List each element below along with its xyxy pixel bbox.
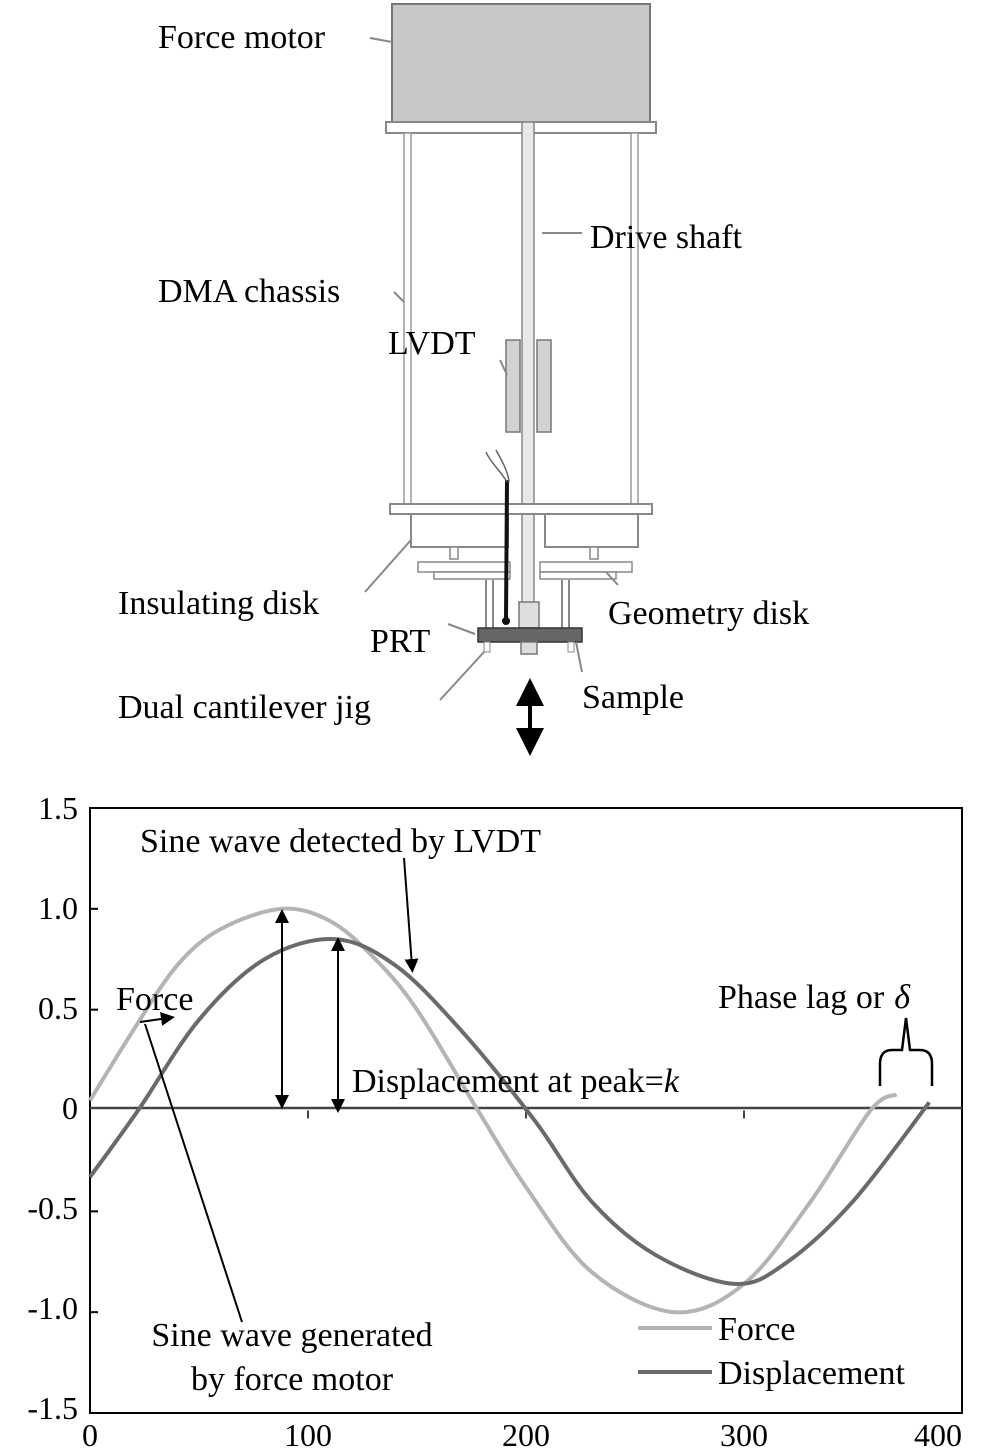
leader-line xyxy=(575,641,583,673)
displacement-peak-annotation: Displacement at peak=k xyxy=(352,1063,680,1100)
motor-wave-annotation-line1: Sine wave generated xyxy=(151,1317,432,1354)
peak-symbol: k xyxy=(664,1063,680,1100)
insulating-disk-right xyxy=(544,513,639,548)
prt-wire xyxy=(485,451,508,483)
displacement-series-line xyxy=(88,937,931,1286)
y-tick-label: 0.5 xyxy=(38,990,78,1026)
force-pointer xyxy=(139,1012,175,1026)
y-tick-label: 1.0 xyxy=(38,890,78,926)
lvdt-right-coil xyxy=(536,339,552,433)
legend-displacement-label: Displacement xyxy=(718,1355,905,1392)
bottom-flange xyxy=(389,503,653,515)
x-tick-label: 0 xyxy=(82,1417,98,1450)
lvdt-pointer xyxy=(403,857,419,973)
bolt xyxy=(449,546,459,560)
y-tick-label: 1.5 xyxy=(38,790,78,826)
leader-line xyxy=(369,37,393,43)
displacement-peak-text: Displacement at peak= xyxy=(352,1063,664,1100)
force-motor-block xyxy=(391,3,651,123)
leader-line xyxy=(499,359,508,376)
leader-line xyxy=(605,571,619,586)
phase-lag-text: Phase lag or xyxy=(718,979,885,1016)
sample-bar xyxy=(477,627,583,643)
bolt xyxy=(589,546,599,560)
y-tick-label: -1.5 xyxy=(27,1390,78,1426)
drive-shaft xyxy=(521,121,535,653)
x-tick-label: 400 xyxy=(914,1417,962,1450)
prt-tip xyxy=(502,617,510,625)
chassis-right-wall xyxy=(630,132,639,511)
leader-line xyxy=(364,539,412,593)
y-tick-label: -1.0 xyxy=(27,1290,78,1326)
legend: Force Displacement xyxy=(638,1311,905,1392)
x-tick-label: 200 xyxy=(502,1417,550,1450)
drive-shaft-label: Drive shaft xyxy=(590,219,743,256)
geometry-disk-right xyxy=(539,561,633,573)
clamp-foot xyxy=(520,641,538,655)
chassis-left-wall xyxy=(403,132,412,511)
prt-wire xyxy=(495,449,510,483)
leader-line xyxy=(439,651,485,701)
legend-force-label: Force xyxy=(718,1311,795,1348)
phase-symbol: δ xyxy=(894,979,911,1016)
leader-line xyxy=(447,623,476,635)
lvdt-label: LVDT xyxy=(388,325,476,362)
jig-foot xyxy=(483,641,491,653)
dma-chassis-label: DMA chassis xyxy=(158,273,340,310)
lvdt-wave-annotation: Sine wave detected by LVDT xyxy=(140,823,541,860)
x-tick-label: 100 xyxy=(284,1417,332,1450)
y-tick-label: 0 xyxy=(62,1090,78,1126)
insulating-disk-label: Insulating disk xyxy=(118,585,319,622)
force-series-line xyxy=(88,906,898,1315)
geometry-disk-label: Geometry disk xyxy=(608,595,809,632)
plot-frame xyxy=(89,807,963,1414)
top-flange xyxy=(385,121,657,134)
geometry-disk-rim-left xyxy=(433,571,511,580)
tick-marks xyxy=(90,907,745,1314)
y-tick-label: -0.5 xyxy=(27,1190,78,1226)
sample-label: Sample xyxy=(582,679,684,716)
geometry-disk-rim-right xyxy=(539,571,617,580)
jig-foot xyxy=(567,641,575,653)
force-motor-label: Force motor xyxy=(158,19,326,56)
x-tick-label: 300 xyxy=(720,1417,768,1450)
dual-cantilever-jig-label: Dual cantilever jig xyxy=(118,689,371,726)
phase-lag-brace xyxy=(878,1017,934,1086)
motor-wave-pointer xyxy=(144,1023,243,1323)
motor-wave-annotation-line2: by force motor xyxy=(191,1361,394,1398)
lvdt-left-coil xyxy=(505,339,521,433)
dma-apparatus: Force motor Drive shaft DMA chassis LVDT… xyxy=(118,3,809,756)
force-annotation: Force xyxy=(116,981,193,1018)
sine-chart: 1.5 1.0 0.5 0 -0.5 -1.0 -1.5 0 100 200 3… xyxy=(27,790,963,1450)
insulating-disk-left xyxy=(410,513,509,548)
prt-label: PRT xyxy=(370,623,431,660)
clamp-block xyxy=(518,601,540,629)
prt-probe xyxy=(504,479,509,621)
geometry-disk-left xyxy=(417,561,511,573)
leader-line xyxy=(393,291,405,303)
